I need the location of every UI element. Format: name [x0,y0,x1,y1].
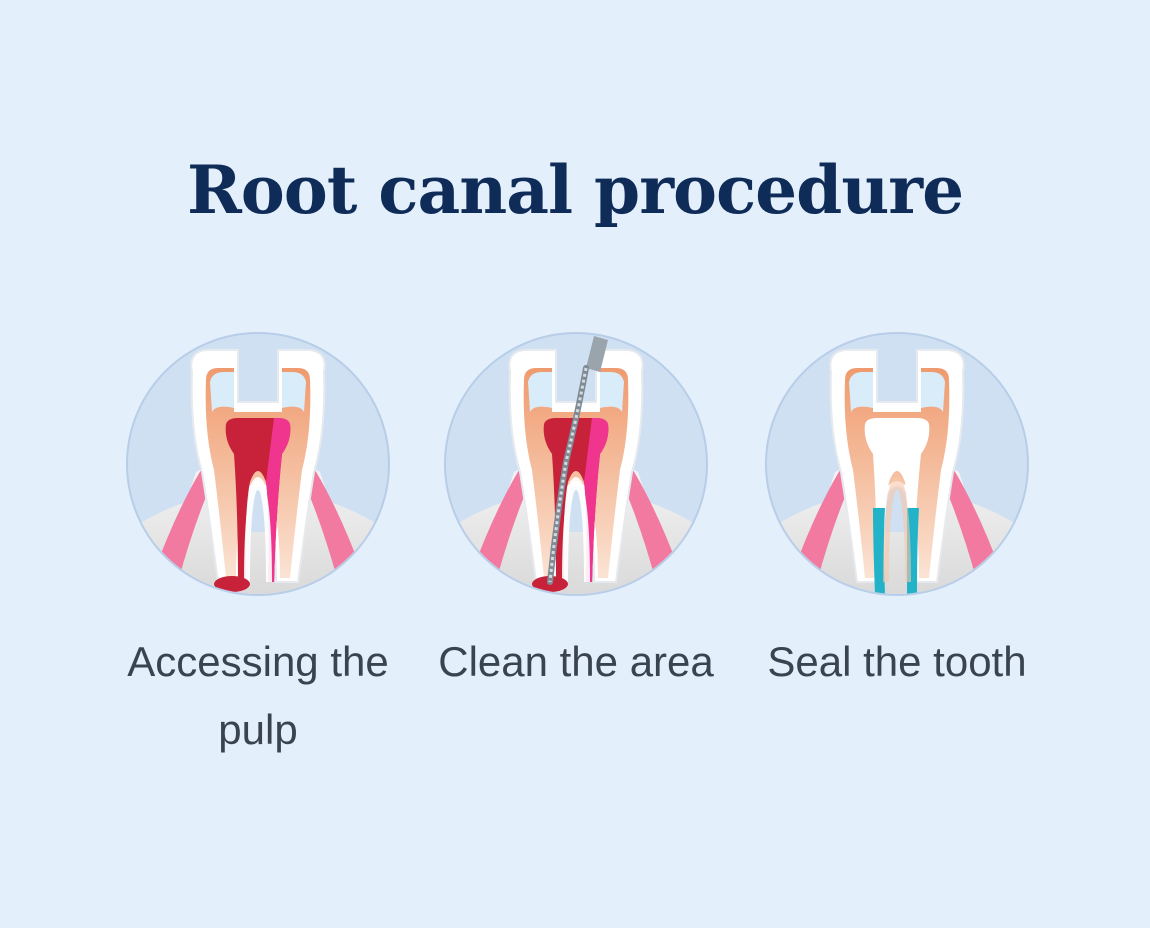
page-title: Root canal procedure [186,151,964,229]
step-label: Clean the area [438,638,714,685]
step-label: Seal the tooth [767,638,1027,685]
step-seal-tooth: Seal the tooth [727,332,1067,772]
procedure-steps: Accessing the pulp [0,332,1150,772]
endodontic-file-icon [547,336,608,585]
tooth-sealed-icon [765,332,1029,596]
step-label: Accessing the pulp [127,638,389,753]
tooth-file-cleaning-icon [444,332,708,596]
tooth-infected-pulp-icon [126,332,390,596]
step-accessing-pulp: Accessing the pulp [88,332,428,772]
step-clean-area: Clean the area [406,332,746,772]
